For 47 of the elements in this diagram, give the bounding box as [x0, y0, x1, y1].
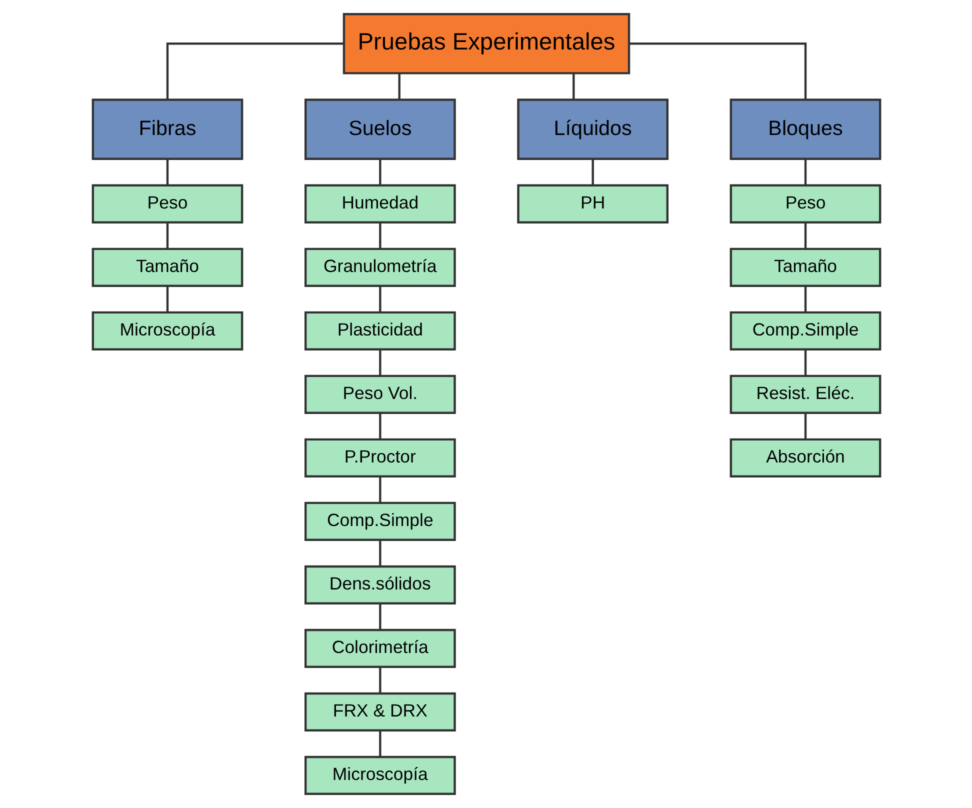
node-box: Comp.Simple	[304, 502, 456, 541]
connector	[804, 159, 806, 186]
node-box: Tamaño	[729, 248, 881, 287]
connector	[166, 286, 168, 312]
connector	[166, 222, 168, 249]
node-box: Suelos	[304, 98, 456, 160]
node-box: Microscopía	[304, 756, 456, 795]
connector	[166, 159, 168, 186]
node-box: Pruebas Experimentales	[342, 13, 630, 74]
connector	[378, 159, 381, 186]
node-box: Peso	[91, 184, 243, 224]
connector	[591, 159, 594, 186]
connector	[804, 413, 806, 440]
connector	[378, 476, 381, 503]
connector	[378, 730, 381, 757]
node-box: P.Proctor	[304, 438, 456, 478]
node-box: Granulometría	[304, 248, 456, 287]
node-box: Absorción	[729, 438, 881, 478]
node-box: Peso	[729, 184, 881, 224]
connector	[378, 350, 381, 376]
connector	[804, 222, 806, 249]
connector	[628, 42, 806, 100]
node-box: Dens.sólidos	[304, 565, 456, 604]
connector	[378, 540, 381, 566]
node-box: PH	[516, 184, 668, 224]
connector	[166, 42, 344, 100]
connector	[804, 350, 806, 376]
node-box: Comp.Simple	[729, 311, 881, 350]
node-box: Colorimetría	[304, 628, 456, 668]
node-box: Líquidos	[516, 98, 668, 160]
connector	[378, 222, 381, 249]
node-box: Fibras	[91, 98, 243, 160]
connector	[378, 604, 381, 630]
connector	[378, 413, 381, 440]
connector	[398, 74, 400, 100]
connector	[378, 286, 381, 312]
node-box: Tamaño	[91, 248, 243, 287]
node-box: Bloques	[729, 98, 881, 160]
connector	[572, 74, 574, 100]
node-box: Resist. Eléc.	[729, 374, 881, 414]
connector	[804, 286, 806, 312]
node-box: FRX & DRX	[304, 692, 456, 732]
connector	[378, 667, 381, 694]
node-box: Humedad	[304, 184, 456, 224]
node-box: Peso Vol.	[304, 374, 456, 414]
node-box: Microscopía	[91, 311, 243, 350]
node-box: Plasticidad	[304, 311, 456, 350]
